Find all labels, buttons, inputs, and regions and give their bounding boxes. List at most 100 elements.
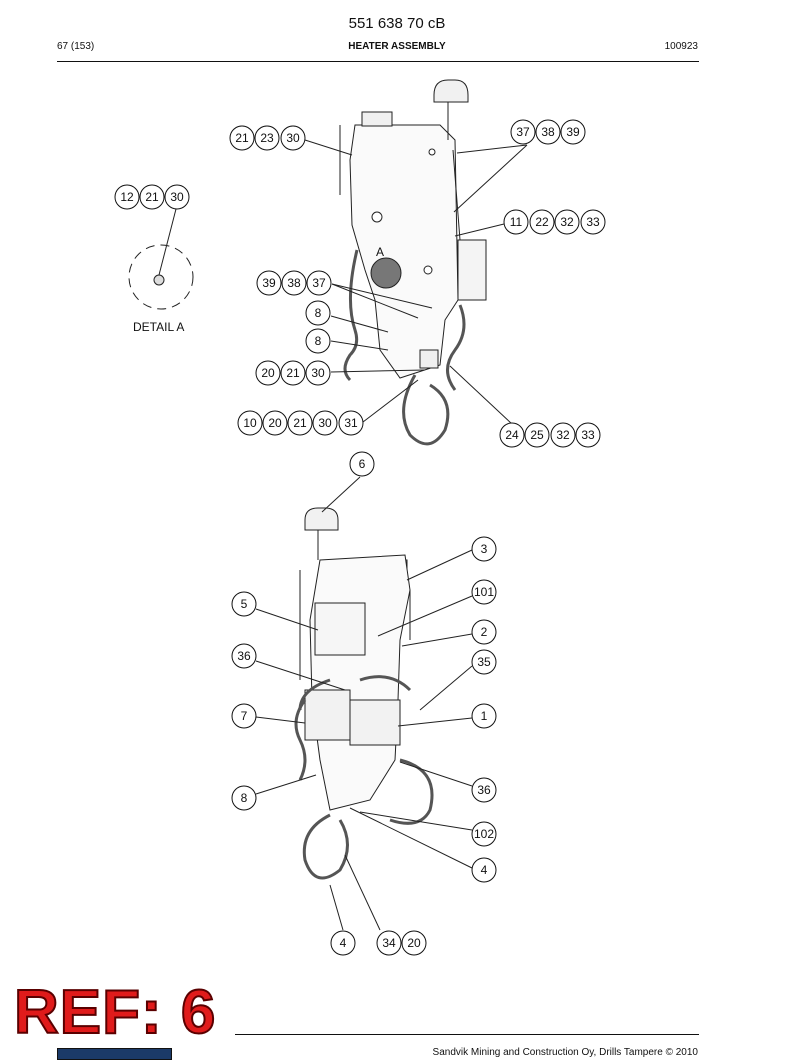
callout-number: 8 bbox=[241, 791, 248, 805]
callout-balloon: 33 bbox=[575, 422, 601, 448]
callout-number: 32 bbox=[556, 428, 570, 442]
callout-number: 20 bbox=[261, 366, 275, 380]
callout-balloon: 39 bbox=[560, 119, 586, 145]
callout-number: 1 bbox=[481, 709, 488, 723]
callout-number: 33 bbox=[586, 215, 600, 229]
callout-number: 21 bbox=[145, 190, 159, 204]
callout-number: 32 bbox=[560, 215, 574, 229]
header-divider bbox=[57, 61, 699, 62]
callout-number: 3 bbox=[481, 542, 488, 556]
callout-number: 8 bbox=[315, 306, 322, 320]
callout-balloon: 34 bbox=[376, 930, 402, 956]
callout-number: 37 bbox=[312, 276, 326, 290]
callout-number: 39 bbox=[262, 276, 276, 290]
callout-balloon: 35 bbox=[471, 649, 497, 675]
ref-stamp: REF: 6 bbox=[13, 978, 217, 1047]
callout-balloon: 7 bbox=[231, 703, 257, 729]
detail-a-view bbox=[128, 208, 194, 310]
callout-balloon: 101 bbox=[471, 579, 497, 605]
callout-number: 39 bbox=[566, 125, 580, 139]
upper-assembly-view bbox=[339, 79, 487, 446]
callout-number: 30 bbox=[170, 190, 184, 204]
lower-assembly-view bbox=[294, 507, 434, 880]
callout-balloon: 6 bbox=[349, 451, 375, 477]
callout-balloon: 37 bbox=[510, 119, 536, 145]
callout-balloon: 20 bbox=[255, 360, 281, 386]
callout-number: 36 bbox=[477, 783, 491, 797]
callout-balloon: 38 bbox=[535, 119, 561, 145]
callout-number: 10 bbox=[243, 416, 257, 430]
callout-balloon: 36 bbox=[231, 643, 257, 669]
callout-balloon: 24 bbox=[499, 422, 525, 448]
callout-balloon: 8 bbox=[305, 300, 331, 326]
detail-marker-letter: A bbox=[376, 245, 385, 259]
date-code: 100923 bbox=[664, 41, 698, 52]
callout-number: 12 bbox=[120, 190, 134, 204]
callout-balloon: 4 bbox=[330, 930, 356, 956]
callout-balloon: 38 bbox=[281, 270, 307, 296]
callout-number: 38 bbox=[541, 125, 555, 139]
callout-balloon: 32 bbox=[554, 209, 580, 235]
leader-lines bbox=[255, 139, 528, 931]
callout-number: 102 bbox=[474, 827, 494, 841]
callout-number: 38 bbox=[287, 276, 301, 290]
callout-number: 101 bbox=[474, 585, 494, 599]
callout-number: 23 bbox=[260, 131, 274, 145]
callout-balloon: 33 bbox=[580, 209, 606, 235]
page-reference: 67 (153) bbox=[57, 41, 95, 52]
callout-balloon: 10 bbox=[237, 410, 263, 436]
callout-balloon: 30 bbox=[164, 184, 190, 210]
callout-balloon: 37 bbox=[306, 270, 332, 296]
callout-number: 11 bbox=[510, 215, 523, 229]
callout-number: 21 bbox=[293, 416, 307, 430]
callout-number: 5 bbox=[241, 597, 248, 611]
callout-number: 24 bbox=[505, 428, 519, 442]
callout-balloon: 4 bbox=[471, 857, 497, 883]
callout-balloon: 30 bbox=[305, 360, 331, 386]
callout-balloon: 8 bbox=[231, 785, 257, 811]
callout-balloon: 31 bbox=[338, 410, 364, 436]
callout-balloon: 21 bbox=[287, 410, 313, 436]
callout-balloon: 30 bbox=[280, 125, 306, 151]
callout-group: 21 23 30 37 38 39 12 21 30 11 22 32 33 3… bbox=[114, 119, 606, 956]
callout-number: 20 bbox=[407, 936, 421, 950]
callout-number: 7 bbox=[241, 709, 248, 723]
callout-balloon: 5 bbox=[231, 591, 257, 617]
callout-number: 25 bbox=[530, 428, 544, 442]
callout-number: 34 bbox=[382, 936, 396, 950]
company-logo bbox=[57, 1048, 172, 1060]
callout-number: 35 bbox=[477, 655, 491, 669]
callout-number: 4 bbox=[340, 936, 347, 950]
callout-number: 33 bbox=[581, 428, 595, 442]
callout-balloon: 23 bbox=[254, 125, 280, 151]
callout-number: 22 bbox=[535, 215, 549, 229]
callout-balloon: 8 bbox=[305, 328, 331, 354]
page-title: HEATER ASSEMBLY bbox=[348, 41, 446, 52]
callout-balloon: 11 bbox=[503, 209, 529, 235]
callout-number: 8 bbox=[315, 334, 322, 348]
callout-balloon: 20 bbox=[401, 930, 427, 956]
callout-balloon: 12 bbox=[114, 184, 140, 210]
callout-balloon: 39 bbox=[256, 270, 282, 296]
callout-balloon: 21 bbox=[280, 360, 306, 386]
callout-balloon: 32 bbox=[550, 422, 576, 448]
callout-balloon: 21 bbox=[229, 125, 255, 151]
callout-number: 20 bbox=[268, 416, 282, 430]
callout-number: 21 bbox=[235, 131, 249, 145]
callout-number: 30 bbox=[286, 131, 300, 145]
callout-number: 36 bbox=[237, 649, 251, 663]
callout-balloon: 30 bbox=[312, 410, 338, 436]
callout-number: 31 bbox=[344, 416, 358, 430]
footer-divider bbox=[235, 1034, 699, 1035]
callout-balloon: 36 bbox=[471, 777, 497, 803]
callout-balloon: 1 bbox=[471, 703, 497, 729]
callout-number: 2 bbox=[481, 625, 488, 639]
callout-number: 30 bbox=[318, 416, 332, 430]
callout-balloon: 25 bbox=[524, 422, 550, 448]
callout-number: 37 bbox=[516, 125, 530, 139]
callout-number: 30 bbox=[311, 366, 325, 380]
callout-balloon: 102 bbox=[471, 821, 497, 847]
callout-balloon: 21 bbox=[139, 184, 165, 210]
callout-number: 4 bbox=[481, 863, 488, 877]
